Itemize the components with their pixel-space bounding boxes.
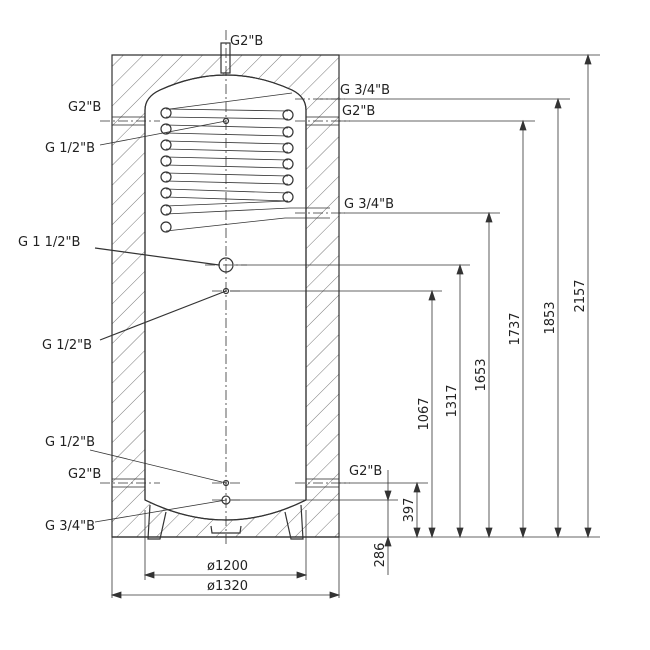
label-sensor-lower: G 1/2"B [45, 435, 95, 450]
dim-height-286: 286 [373, 543, 388, 568]
dim-height-1737: 1737 [508, 312, 523, 345]
dim-inner-diameter: ø1200 [207, 559, 248, 574]
dim-height-397: 397 [402, 498, 417, 523]
coil-turn [160, 204, 172, 216]
label-sensor-middle: G 1/2"B [42, 338, 92, 353]
dim-height-total: 2157 [573, 279, 588, 312]
reference-lines [230, 54, 600, 538]
label-left-lower: G2"B [68, 467, 101, 482]
label-sensor-upper: G 1/2"B [45, 141, 95, 156]
coil-turn [160, 123, 172, 135]
label-coil-inlet: G 3/4"B [340, 83, 390, 98]
coil-turn [282, 142, 294, 154]
dim-height-1317: 1317 [445, 384, 460, 417]
coil-turn [282, 126, 294, 138]
dim-height-1653: 1653 [474, 358, 489, 391]
label-heater: G 1 1/2"B [18, 235, 80, 250]
label-top: G2"B [230, 34, 263, 49]
coil-turn [160, 107, 172, 119]
insulation [111, 54, 340, 538]
sensor-points [218, 117, 234, 505]
top-pipe [220, 42, 231, 74]
label-right-lower: G2"B [349, 464, 382, 479]
coil-turn [160, 155, 172, 167]
coil-turn [282, 158, 294, 170]
coil-turn [160, 139, 172, 151]
dim-height-1853: 1853 [543, 301, 558, 334]
heat-exchanger-coil [160, 92, 330, 233]
coil-turn [160, 187, 172, 199]
diameter-dimensions [110, 510, 341, 599]
dim-height-1067: 1067 [417, 397, 432, 430]
label-right-upper: G2"B [342, 104, 375, 119]
label-coil-outlet: G 3/4"B [344, 197, 394, 212]
dim-outer-diameter: ø1320 [207, 579, 248, 594]
tank-shell [144, 74, 307, 521]
label-drain: G 3/4"B [45, 519, 95, 534]
feet [112, 504, 339, 540]
coil-turn [160, 171, 172, 183]
coil-turn [282, 109, 294, 121]
coil-turn [282, 174, 294, 186]
coil-turn [160, 221, 172, 233]
coil-turn [282, 191, 294, 203]
leader-lines [89, 120, 227, 523]
vertical-dimensions [384, 53, 592, 575]
label-left-upper: G2"B [68, 100, 101, 115]
